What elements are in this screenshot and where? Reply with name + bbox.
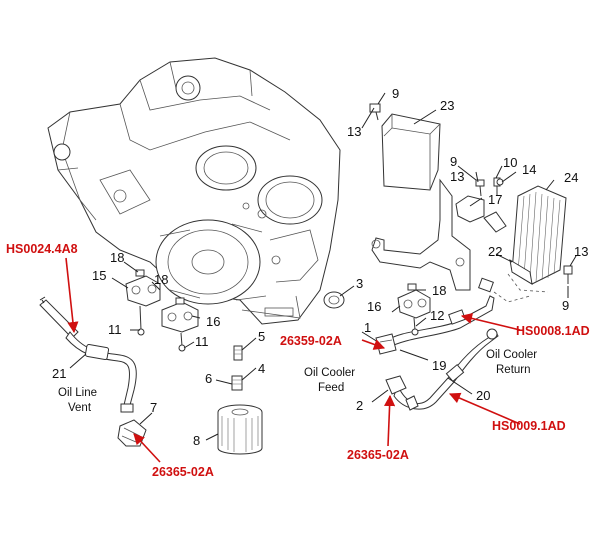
oil-line-vent-label: Vent (68, 402, 92, 414)
callout-13: 13 (347, 124, 361, 139)
part-number-vent-hose: HS0024.4A8 (6, 242, 78, 256)
callout-18: 18 (110, 250, 124, 265)
oil-cooler-feed-label: Feed (318, 382, 344, 394)
callout-2: 2 (356, 398, 363, 413)
clamp-assembly-left (125, 269, 199, 352)
callout-16: 16 (206, 314, 220, 329)
callout-9: 9 (562, 298, 569, 313)
callout-20: 20 (476, 388, 490, 403)
callout-7: 7 (150, 400, 157, 415)
callout-24: 24 (564, 170, 578, 185)
oil-cooler-return-label: Return (496, 364, 531, 376)
part-number-fitting-center: 26359-02A (280, 334, 342, 348)
callout-13: 13 (450, 169, 464, 184)
callout-11: 11 (195, 334, 209, 349)
callout-5: 5 (258, 329, 265, 344)
highlight-arrows (65, 257, 521, 463)
callout-12: 12 (430, 308, 444, 323)
callout-16: 16 (367, 299, 381, 314)
callout-13: 13 (574, 244, 588, 259)
part-number-fitting-feed: 26365-02A (347, 448, 409, 462)
callout-17: 17 (488, 192, 502, 207)
part-number-return-hose: HS0008.1AD (516, 324, 590, 338)
oil-filter-group (217, 291, 345, 455)
callout-9: 9 (392, 86, 399, 101)
callout-18: 18 (154, 272, 168, 287)
callout-9: 9 (450, 154, 457, 169)
callout-10: 10 (503, 155, 517, 170)
text-labels: Oil Line Vent Oil Cooler Feed Oil Cooler… (58, 349, 537, 414)
callout-11: 11 (108, 322, 122, 337)
leader-lines (69, 92, 577, 441)
callout-6: 6 (205, 371, 212, 386)
oil-line-vent-assembly (39, 296, 147, 447)
callout-8: 8 (193, 433, 200, 448)
oil-cooler-return-label: Oil Cooler (486, 349, 537, 361)
callout-numbers: 9 13 23 9 13 10 14 17 24 22 13 9 3 18 16… (52, 86, 588, 448)
callout-4: 4 (258, 361, 265, 376)
part-number-feed-hose: HS0009.1AD (492, 419, 566, 433)
part-number-labels: HS0024.4A8 HS0008.1AD HS0009.1AD 26359-0… (6, 242, 590, 479)
callout-14: 14 (522, 162, 536, 177)
oil-line-vent-label: Oil Line (58, 387, 97, 399)
crankcase-drawing (47, 57, 341, 325)
callout-22: 22 (488, 244, 502, 259)
callout-19: 19 (432, 358, 446, 373)
callout-3: 3 (356, 276, 363, 291)
part-number-fitting-left: 26365-02A (152, 465, 214, 479)
callout-18: 18 (432, 283, 446, 298)
oil-cooler-feed-label: Oil Cooler (304, 367, 355, 379)
callout-23: 23 (440, 98, 454, 113)
callout-21: 21 (52, 366, 66, 381)
oil-cooler-and-shroud (369, 103, 573, 303)
callout-1: 1 (364, 320, 371, 335)
callout-15: 15 (92, 268, 106, 283)
